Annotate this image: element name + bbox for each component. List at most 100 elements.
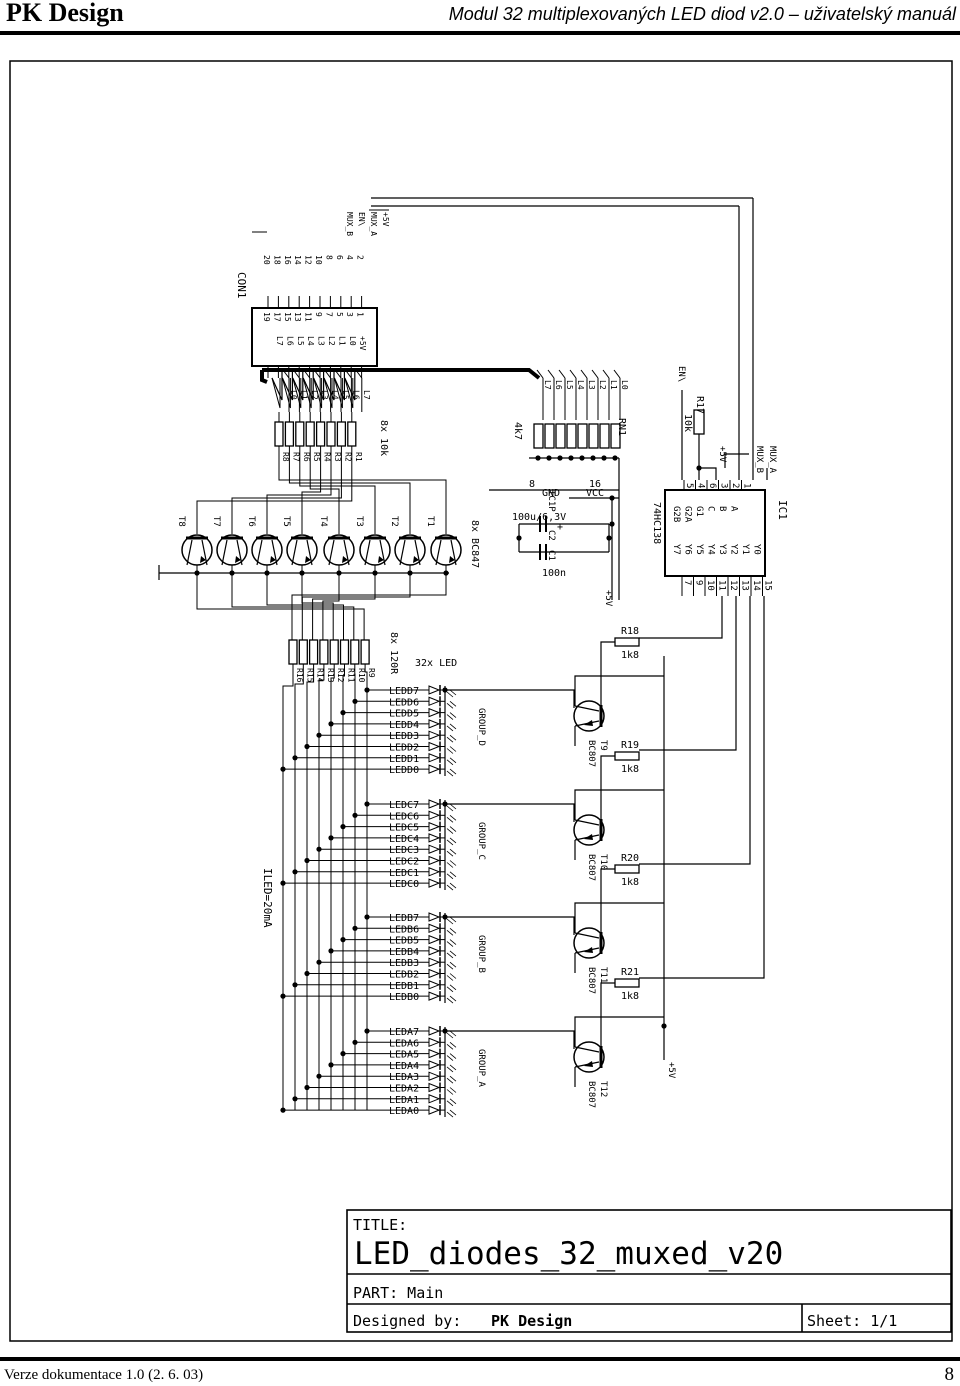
npn-transistor-symbol	[430, 534, 462, 566]
transistor-lead	[291, 539, 298, 566]
gate-resistor	[614, 637, 640, 647]
led-symbol	[428, 946, 441, 956]
connector-pin-number: 16	[283, 255, 292, 265]
led-ref: LEDD7	[389, 686, 419, 697]
connector-body	[251, 307, 378, 367]
wire	[291, 565, 447, 640]
resistor-value: 10k	[682, 414, 693, 432]
connector-pin-number: 13	[293, 312, 302, 322]
transistor-value: BC807	[586, 967, 596, 994]
led-symbol	[428, 957, 441, 967]
decoder-part: 74HC138	[651, 502, 662, 544]
junction-dot	[364, 1028, 370, 1034]
group-label: GROUP_A	[476, 1049, 486, 1088]
led-emission	[446, 691, 454, 698]
connector-pin-number: 14	[293, 255, 302, 265]
connector-pin-number: 18	[272, 255, 281, 265]
connector-pin-number: 4	[345, 255, 354, 260]
transistor-ref: T11	[598, 967, 608, 983]
led-emission	[449, 689, 457, 696]
led-current-note: ILED=20mA	[261, 868, 274, 928]
decoder-pin-number: 6	[707, 483, 717, 488]
bus-net-label: L0	[620, 380, 629, 390]
wire	[271, 377, 281, 409]
led-emission	[446, 828, 454, 834]
resistor-ref: R6	[302, 452, 311, 462]
led-emission	[449, 927, 457, 934]
resistor-value: 1k8	[621, 650, 639, 661]
led-symbol	[428, 1037, 441, 1048]
led-symbol	[428, 855, 441, 866]
led-symbol	[428, 980, 441, 990]
resistor-ref: R17	[694, 396, 705, 414]
decoder-pin-name: B	[717, 506, 727, 511]
wire	[302, 377, 312, 409]
wire	[323, 377, 333, 409]
wire	[574, 902, 664, 933]
resistor-value: 8x 10k	[378, 420, 389, 456]
junction-dot	[328, 948, 334, 954]
junction-dot	[304, 970, 310, 977]
transistor-lead	[379, 539, 386, 566]
junction-dot	[609, 521, 615, 527]
wire	[278, 466, 447, 534]
resistor-ref: R8	[281, 452, 290, 462]
led-symbol	[428, 844, 441, 854]
decoder-pin-name: Y5	[694, 544, 704, 555]
junction-dot	[516, 535, 522, 541]
wire	[294, 664, 304, 1110]
led-symbol	[428, 934, 441, 945]
decoder-pin-name: Y1	[740, 544, 750, 555]
led-ref: LEDA4	[389, 1061, 419, 1072]
wire	[312, 565, 376, 640]
led-symbol	[428, 1071, 441, 1081]
junction-dot	[336, 570, 342, 576]
decoder-pin-number: 10	[705, 580, 715, 591]
transistor-lead	[201, 539, 208, 566]
wire	[569, 369, 577, 379]
resistor-value: 8x 120R	[388, 632, 399, 675]
junction-dot	[442, 801, 448, 807]
led-symbol	[428, 1094, 441, 1104]
decoder-net-label: MUX_B	[754, 446, 764, 473]
resistor-ref: R9	[367, 668, 376, 678]
led-symbol	[428, 833, 441, 843]
led-emission	[449, 882, 457, 889]
title-block-frame	[346, 1209, 952, 1333]
transistor-arrow	[305, 556, 311, 563]
npn-transistor-symbol	[394, 534, 426, 566]
decoder-pin-name: Y2	[729, 544, 739, 555]
decoder-pin-number: 9	[694, 580, 704, 585]
led-symbol	[428, 685, 441, 695]
transistor-lead	[574, 705, 600, 712]
network-resistor	[566, 423, 577, 449]
wire	[196, 466, 353, 534]
wire	[324, 369, 332, 379]
wire	[355, 369, 363, 379]
wire	[724, 453, 749, 468]
transistor-lead	[364, 539, 371, 566]
led-emission	[449, 950, 457, 957]
wire	[445, 1030, 575, 1049]
resistor-ref: R20	[621, 853, 639, 864]
decoder-pin-number: 1	[742, 483, 752, 488]
wire	[342, 664, 345, 1110]
connector-signal-label: L5	[296, 336, 305, 346]
base-resistor	[295, 421, 305, 447]
decoder-pin-name: G2A	[683, 506, 693, 523]
led-ref: LEDD3	[389, 731, 419, 742]
led-ref: LEDC3	[389, 845, 419, 856]
led-emission	[449, 826, 457, 832]
connector-signal-label: MUX_B	[345, 212, 354, 236]
led-emission	[446, 805, 454, 812]
led-ref: LEDA1	[389, 1095, 419, 1106]
transistor-ref: T9	[598, 740, 608, 751]
transistor-lead	[221, 539, 228, 566]
led-symbol	[428, 1060, 441, 1070]
decoder-ref: IC1	[776, 500, 789, 520]
pnp-transistor-symbol	[573, 927, 605, 959]
resistor-ref: R13	[326, 668, 335, 683]
led-emission	[446, 963, 454, 970]
junction-dot	[304, 857, 310, 864]
